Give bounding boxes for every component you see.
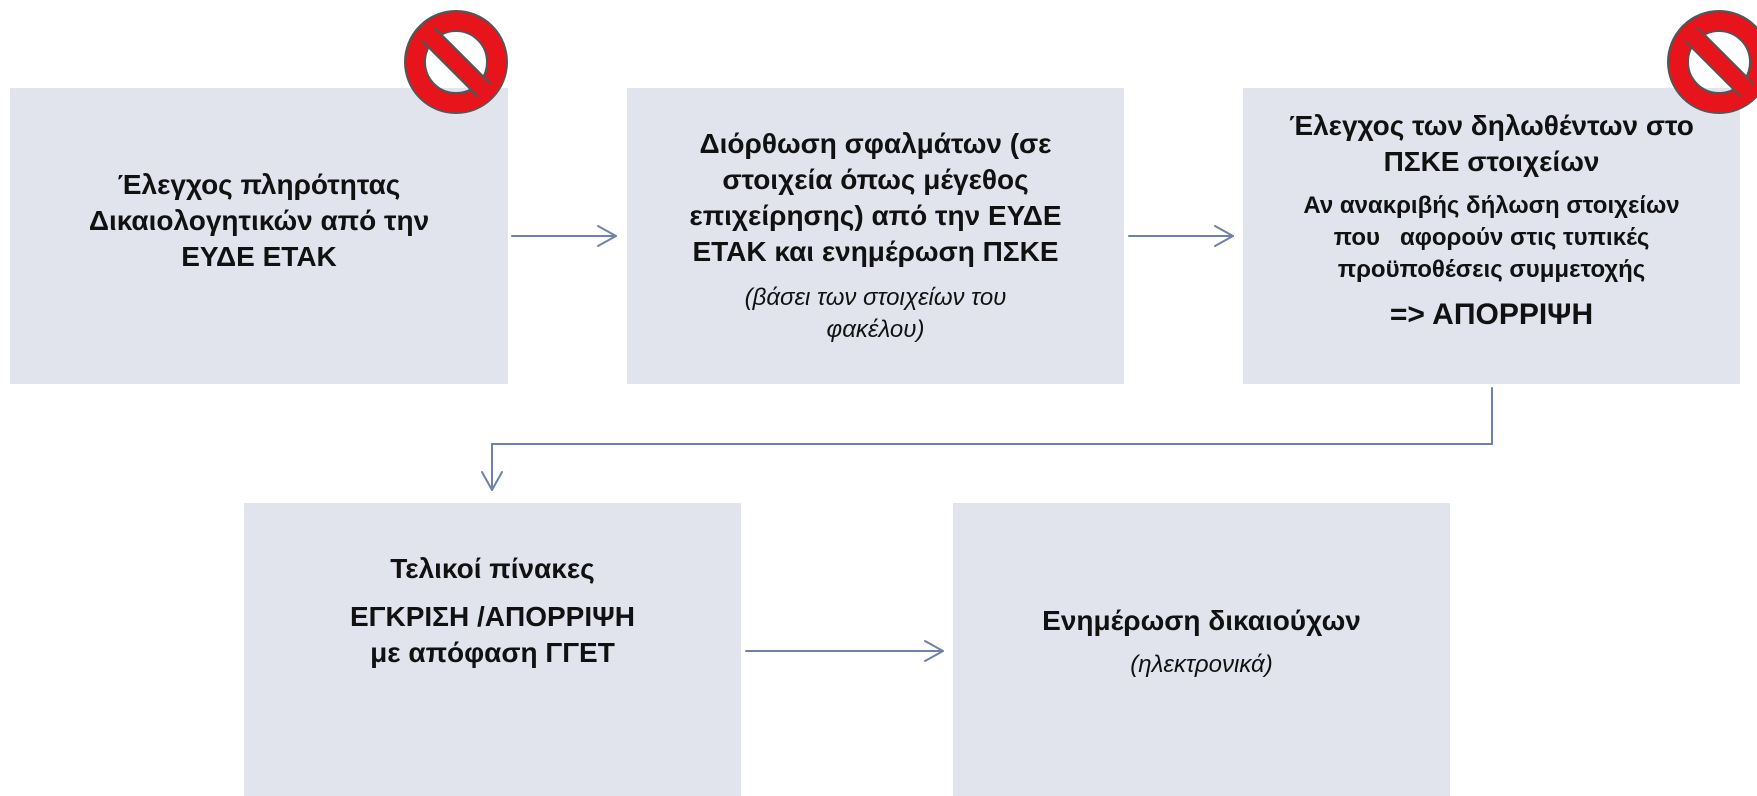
step-notify-beneficiaries-title: Ενημέρωση δικαιούχων xyxy=(1042,605,1361,636)
step-final-tables-decision: ΕΓΚΡΙΣΗ /ΑΠΟΡΡΙΨΗ xyxy=(350,601,635,632)
arrow-box2-to-box3 xyxy=(1128,225,1234,247)
step-error-correction-title: Διόρθωση σφαλμάτων (σε στοιχεία όπως μέγ… xyxy=(689,128,1062,267)
step-final-tables-authority: με απόφαση ΓΓΕΤ xyxy=(370,637,615,668)
arrow-box4-to-box5 xyxy=(745,640,944,662)
arrow-box1-to-box2 xyxy=(511,225,617,247)
prohibited-icon xyxy=(404,10,508,114)
step-declared-data-check-title: Έλεγχος των δηλωθέντων στο ΠΣΚΕ στοιχείω… xyxy=(1289,110,1694,177)
step-completeness-check: Έλεγχος πληρότητας Δικαιολογητικών από τ… xyxy=(10,88,508,384)
arrow-box3-to-box4 xyxy=(481,387,1493,491)
step-completeness-check-title: Έλεγχος πληρότητας Δικαιολογητικών από τ… xyxy=(88,169,430,272)
step-final-tables: Τελικοί πίνακες ΕΓΚΡΙΣΗ /ΑΠΟΡΡΙΨΗ με από… xyxy=(244,503,741,796)
step-declared-data-check-condition: Αν ανακριβής δήλωση στοιχείων που αφορού… xyxy=(1303,192,1687,283)
step-declared-data-check: Έλεγχος των δηλωθέντων στο ΠΣΚΕ στοιχείω… xyxy=(1243,88,1740,384)
step-notify-beneficiaries-note: (ηλεκτρονικά) xyxy=(1130,651,1273,678)
step-error-correction-note: (βάσει των στοιχείων του φακέλου) xyxy=(744,284,1007,343)
prohibited-icon xyxy=(1667,10,1757,114)
step-notify-beneficiaries: Ενημέρωση δικαιούχων (ηλεκτρονικά) xyxy=(953,503,1450,796)
step-error-correction: Διόρθωση σφαλμάτων (σε στοιχεία όπως μέγ… xyxy=(627,88,1124,384)
step-declared-data-check-result: => ΑΠΟΡΡΙΨΗ xyxy=(1389,298,1594,331)
step-final-tables-title: Τελικοί πίνακες xyxy=(390,553,595,584)
